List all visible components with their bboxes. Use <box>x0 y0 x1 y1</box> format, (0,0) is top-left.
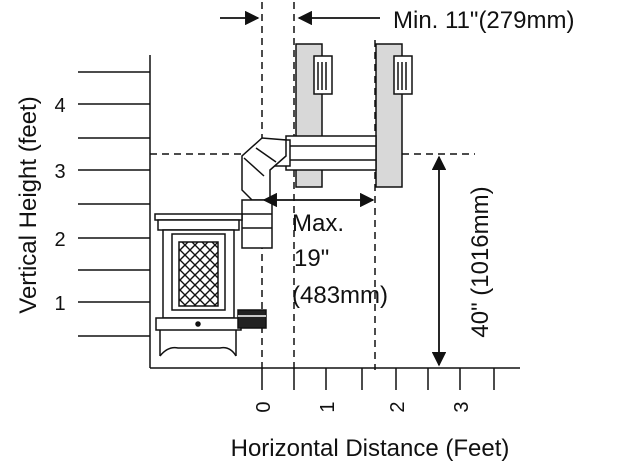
y-tick-3: 3 <box>54 161 65 183</box>
vent-elbow <box>241 137 287 249</box>
x-tick-0: 0 <box>253 401 275 412</box>
y-tick-4: 4 <box>54 95 65 117</box>
x-axis-label: Horizontal Distance (Feet) <box>231 435 510 462</box>
y-tick-2: 2 <box>54 229 65 251</box>
vent-terminal-right <box>375 43 413 188</box>
y-tick-1: 1 <box>54 293 65 315</box>
x-axis <box>150 367 520 390</box>
x-tick-2: 2 <box>387 401 409 412</box>
y-axis <box>78 55 151 368</box>
x-tick-1: 1 <box>317 401 339 412</box>
max-run-label-line3: (483mm) <box>292 282 388 309</box>
y-axis-label: Vertical Height (feet) <box>15 96 42 313</box>
max-run-label-line2: 19" <box>294 245 329 272</box>
max-run-label-line1: Max. <box>292 210 344 237</box>
stove <box>154 213 267 357</box>
min-clearance-label: Min. 11"(279mm) <box>393 7 574 34</box>
x-tick-3: 3 <box>451 401 473 412</box>
height-label: 40" (1016mm) <box>467 186 494 337</box>
